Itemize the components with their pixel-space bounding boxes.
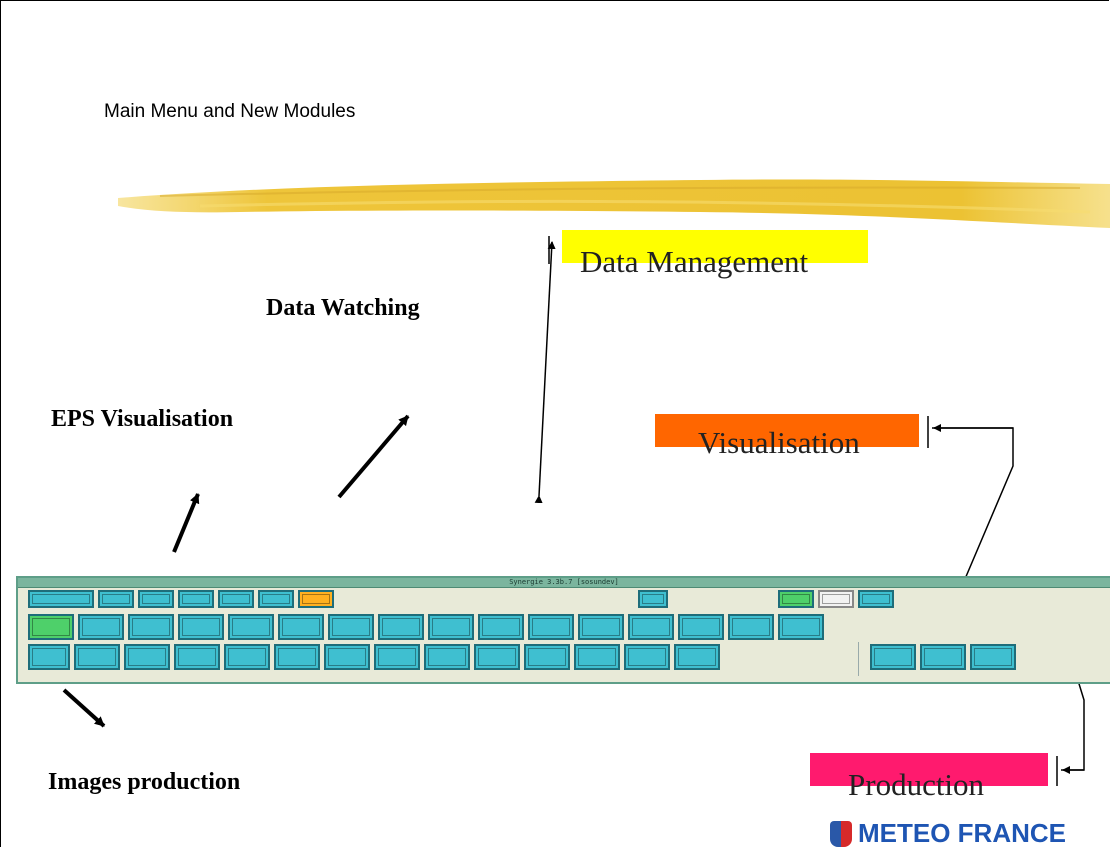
warning-icon[interactable] — [298, 590, 334, 608]
text-2-icon[interactable] — [674, 644, 720, 670]
toolbar-separator — [858, 642, 859, 676]
visualisation-highlight — [655, 414, 919, 447]
chart-icon[interactable] — [474, 644, 520, 670]
keyboard-icon[interactable] — [678, 614, 724, 640]
calculator-icon[interactable] — [638, 590, 668, 608]
back-exit-icon[interactable] — [28, 590, 94, 608]
monitor-icon[interactable] — [98, 590, 134, 608]
gradient-icon[interactable] — [178, 590, 214, 608]
folder-icon[interactable] — [870, 644, 916, 670]
exit-icon[interactable] — [778, 590, 814, 608]
toolbar-row-1-right — [638, 590, 668, 608]
logo-text: METEO FRANCE — [858, 818, 1066, 848]
visualisation-label: Visualisation — [698, 425, 860, 460]
images-production-label: Images production — [48, 769, 241, 795]
pen-icon[interactable] — [624, 644, 670, 670]
print-settings-icon[interactable] — [970, 644, 1016, 670]
lightning-icon[interactable] — [328, 614, 374, 640]
meteo-france-logo: METEO FRANCE — [830, 818, 1066, 849]
bulb-icon[interactable] — [524, 644, 570, 670]
slide-title: Main Menu and New Modules — [104, 101, 356, 122]
screen-3-icon[interactable] — [174, 644, 220, 670]
eps-visualisation-label: EPS Visualisation — [51, 406, 234, 432]
tool-icon[interactable] — [218, 590, 254, 608]
satellite-icon[interactable] — [278, 614, 324, 640]
synergie-toolbar-window: Synergie 3.3b.7 [sosundev] — [16, 576, 1110, 684]
camera-icon[interactable] — [424, 644, 470, 670]
data-management-label: Data Management — [580, 244, 809, 279]
graph-icon[interactable] — [428, 614, 474, 640]
eraser-icon[interactable] — [818, 590, 854, 608]
clock-icon[interactable] — [258, 590, 294, 608]
toolbar-row-1 — [28, 590, 334, 608]
tape-icon[interactable] — [28, 644, 70, 670]
tools-icon[interactable] — [224, 644, 270, 670]
streamline-icon[interactable] — [628, 614, 674, 640]
station-plot-icon[interactable] — [178, 614, 224, 640]
toolbar-row-3-right — [870, 644, 1016, 670]
toolbar-row-1-far-right — [778, 590, 894, 608]
arrow-to-data-watching — [337, 414, 410, 499]
front-icon[interactable] — [78, 614, 124, 640]
production-highlight — [810, 753, 1048, 786]
wind-field-icon[interactable] — [274, 644, 320, 670]
toolbar-row-2 — [28, 614, 824, 640]
toolbar-window-title: Synergie 3.3b.7 [sosundev] — [18, 578, 1110, 588]
production-label: Production — [848, 767, 985, 802]
profile-icon[interactable] — [528, 614, 574, 640]
house-icon[interactable] — [574, 644, 620, 670]
arrow-to-eps-visualisation — [172, 493, 200, 553]
data-management-highlight — [562, 230, 868, 263]
screen-1-icon[interactable] — [74, 644, 120, 670]
screen-2-icon[interactable] — [124, 644, 170, 670]
globe-icon[interactable] — [478, 614, 524, 640]
wind-icon[interactable] — [578, 614, 624, 640]
map-contours-icon[interactable] — [28, 614, 74, 640]
data-management-connector — [534, 241, 556, 504]
network-icon[interactable] — [920, 644, 966, 670]
workstation-icon[interactable] — [728, 614, 774, 640]
bow-icon[interactable] — [374, 644, 420, 670]
toolbar-row-3 — [28, 644, 720, 670]
printer-icon[interactable] — [138, 590, 174, 608]
storm-icon[interactable] — [324, 644, 370, 670]
bird-icon[interactable] — [228, 614, 274, 640]
car-icon[interactable] — [858, 590, 894, 608]
radar-icon[interactable] — [378, 614, 424, 640]
cyclone-icon[interactable] — [128, 614, 174, 640]
meteo-france-mark-icon — [830, 820, 852, 847]
text-icon[interactable] — [778, 614, 824, 640]
arrow-to-images-production — [62, 688, 106, 728]
visualisation-connector — [932, 427, 1014, 587]
data-watching-label: Data Watching — [266, 295, 420, 321]
